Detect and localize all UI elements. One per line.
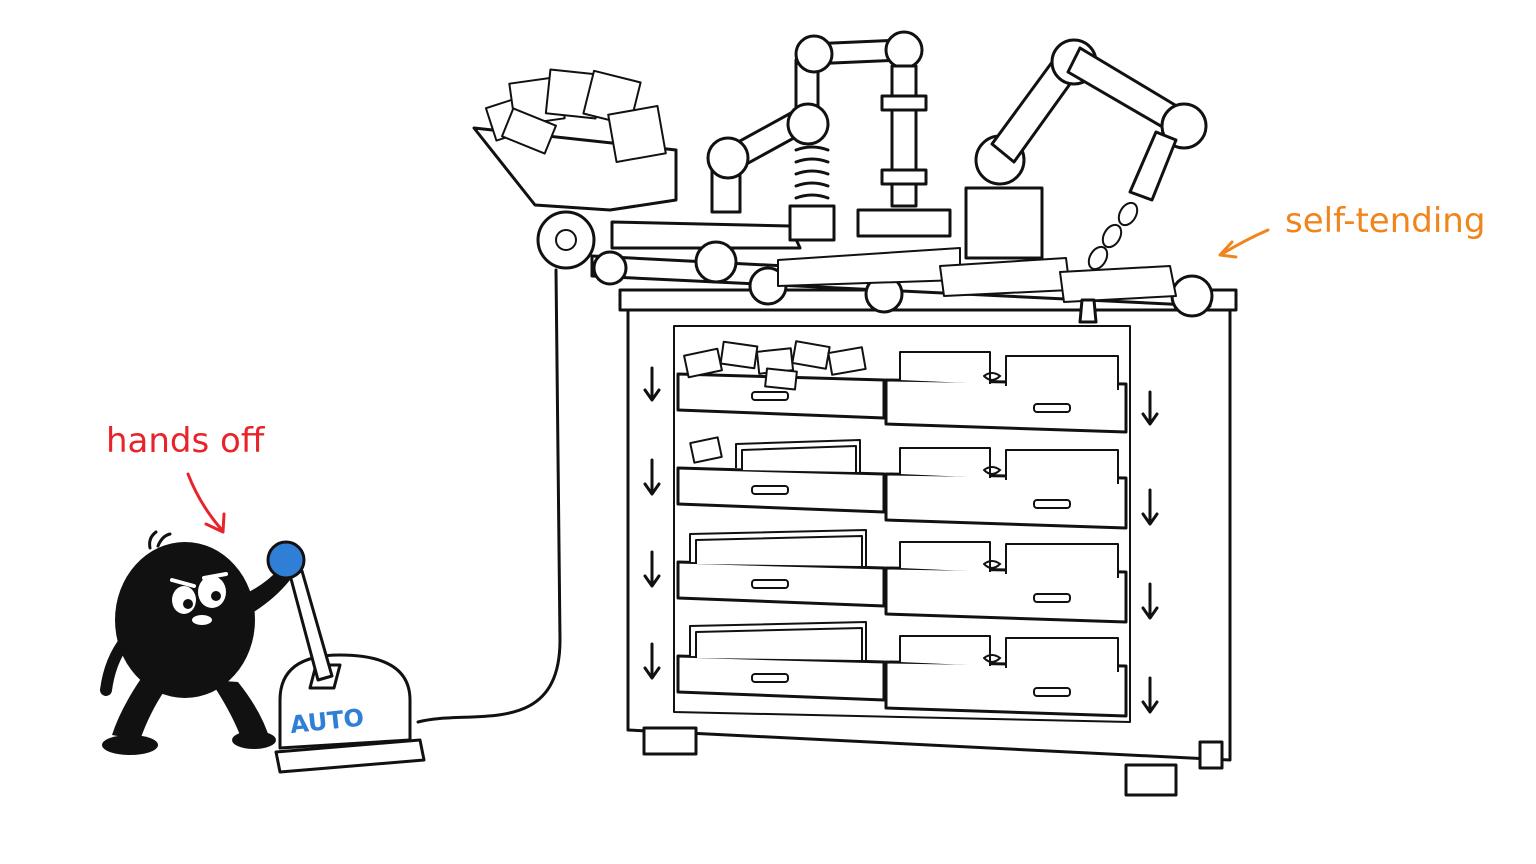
- drawer-handle: [751, 485, 789, 495]
- drawer-row-2: [676, 436, 1128, 530]
- card-stack: [689, 621, 867, 660]
- conveyor-roller: [694, 240, 738, 284]
- arm-joint: [794, 34, 834, 74]
- card-hopper: [472, 68, 678, 270]
- bound-folder: [1005, 543, 1119, 578]
- cabinet-foot-left: [642, 726, 698, 756]
- figure-arm: [230, 568, 290, 622]
- bound-folder: [1005, 355, 1119, 390]
- switch-knob[interactable]: [266, 540, 306, 580]
- figure-other-arm: [100, 634, 132, 696]
- figure-hair: [148, 530, 172, 550]
- hands-off-arrow-shaft: [186, 472, 224, 532]
- hands-off-label: hands off: [106, 421, 266, 461]
- figure-right-pupil: [211, 591, 221, 601]
- arm-joint: [1160, 102, 1208, 150]
- loose-cards: [683, 340, 867, 391]
- self-tending-arrow-head: [1218, 240, 1238, 259]
- cabinet-foot-right: [1124, 763, 1178, 797]
- bound-folder: [899, 635, 991, 666]
- bound-folder: [1005, 449, 1119, 484]
- press-stamp: [856, 208, 952, 238]
- figure-mouth: [192, 615, 212, 625]
- figure-left-eye: [172, 586, 196, 614]
- robot-arm-right: [964, 38, 1208, 324]
- binding-clip: [983, 560, 1002, 569]
- figure-character: [100, 530, 290, 755]
- robot-arm-left: [706, 30, 952, 242]
- conveyor-roller: [592, 250, 628, 286]
- cabinet-foot-back: [1198, 740, 1224, 770]
- figure-body: [115, 542, 255, 698]
- self-tending-label: self-tending: [1285, 201, 1485, 241]
- press-collar: [880, 168, 928, 186]
- drawer-handle: [751, 673, 789, 683]
- arm-segment: [1128, 130, 1178, 202]
- conveyor-roller: [1170, 274, 1214, 318]
- figure-right-leg: [210, 680, 270, 740]
- hopper-cards: [484, 68, 667, 163]
- figure-right-foot: [232, 731, 276, 749]
- arm-press: [788, 204, 836, 242]
- flow-arrows-left: [643, 366, 661, 680]
- drawer-handle: [1033, 687, 1071, 697]
- chain-clamp: [1078, 298, 1098, 324]
- bound-booklet: [1059, 265, 1177, 303]
- arm-spring: [794, 145, 830, 200]
- arm-chain: [1087, 201, 1139, 271]
- arm-joint: [884, 30, 924, 70]
- conveyor-tray: [610, 220, 802, 250]
- binding-clip: [983, 372, 1002, 381]
- self-tending-annotation: self-tending: [1218, 201, 1485, 259]
- figure-right-eye: [198, 576, 226, 608]
- arm-joint: [706, 136, 750, 180]
- bound-folder: [899, 447, 991, 478]
- self-tending-arrow-shaft: [1220, 228, 1270, 256]
- bound-folder: [1005, 637, 1119, 672]
- card-stack: [689, 529, 867, 566]
- arm-base: [964, 186, 1044, 260]
- drawer-row-3: [676, 529, 1128, 624]
- drawer-row-4: [676, 621, 1128, 718]
- drawer-handle: [751, 579, 789, 589]
- figure-eyebrows: [170, 572, 228, 588]
- flow-arrows-right: [1141, 390, 1159, 714]
- hands-off-arrow-head: [204, 512, 226, 534]
- drawer-handle: [751, 391, 789, 401]
- card-stack: [689, 436, 861, 472]
- binding-clip: [983, 466, 1002, 475]
- figure-left-leg: [112, 680, 165, 740]
- switch-base: [274, 738, 426, 774]
- drawer-handle: [1033, 593, 1071, 603]
- power-cable: [416, 268, 562, 724]
- binding-clip: [983, 654, 1002, 663]
- drawer-handle: [1033, 499, 1071, 509]
- bound-folder: [899, 541, 991, 572]
- conveyor-belt: [590, 220, 1214, 318]
- figure-left-foot: [102, 735, 158, 755]
- bound-folder: [899, 351, 991, 384]
- arm-joint: [786, 102, 830, 146]
- press-collar: [880, 94, 928, 112]
- drawer-row-1: [676, 340, 1128, 434]
- drawer-handle: [1033, 403, 1071, 413]
- auto-switch[interactable]: AUTO: [266, 540, 426, 774]
- hands-off-annotation: hands off: [106, 421, 266, 534]
- figure-left-pupil: [183, 599, 193, 609]
- conveyor-card: [777, 247, 961, 287]
